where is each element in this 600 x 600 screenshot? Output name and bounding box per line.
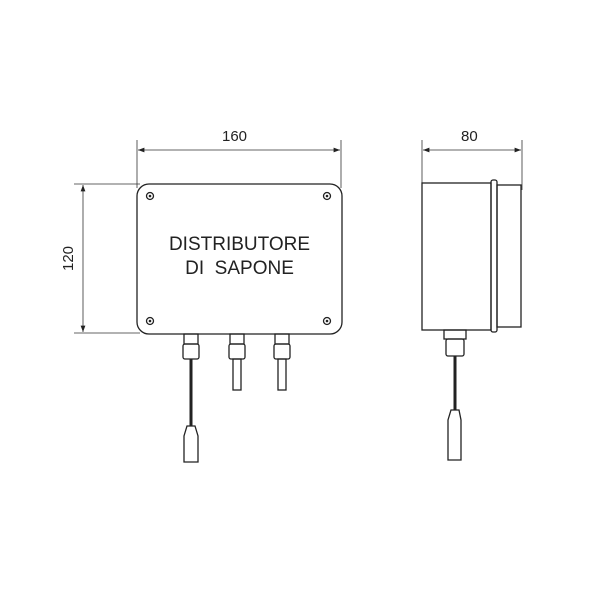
product-label: DISTRIBUTORE DI SAPONE <box>137 233 342 281</box>
width-dimension-line <box>136 140 342 188</box>
cable-gland-left <box>182 333 200 463</box>
side-cable-gland <box>443 329 467 461</box>
dispenser-side-housing <box>421 179 522 333</box>
height-dimension-line <box>74 183 140 334</box>
product-label-line1: DISTRIBUTORE <box>168 234 311 255</box>
depth-dimension-line <box>421 140 523 190</box>
height-dimension-label: 120 <box>60 245 78 272</box>
tube-fitting-right <box>273 333 291 391</box>
product-label-line2: DI SAPONE <box>185 258 294 279</box>
tube-fitting-middle <box>228 333 246 391</box>
width-dimension-label: 160 <box>222 128 248 145</box>
depth-dimension-label: 80 <box>461 128 478 145</box>
screw-icons <box>145 191 332 326</box>
